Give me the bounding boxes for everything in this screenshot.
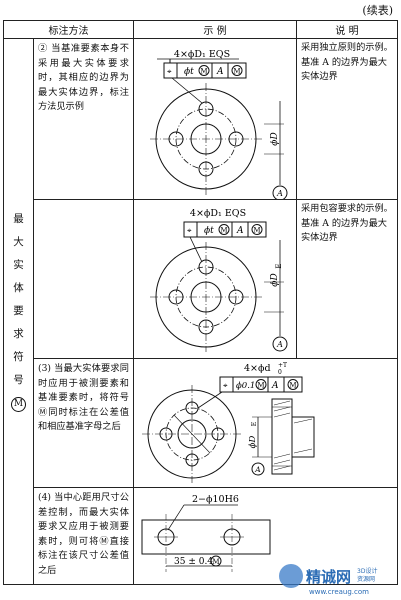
example-cell: 2−ϕ10H6 35 ± 0.4 M [133,487,398,585]
svg-text:A: A [236,226,244,236]
side-char: 求 [13,328,24,340]
table-row: 最 大 实 体 要 求 符 号 M ② 当基准要素本身不采用最大实体要求时，其相… [3,38,398,585]
datum-label: A [276,340,283,349]
svg-text:M: M [257,382,264,390]
m-symbol: M [212,558,219,566]
header-method: 标注方法 [3,20,134,39]
svg-text:0: 0 [278,369,282,376]
envelope-symbol: E [250,421,258,426]
side-char: 实 [13,259,24,271]
svg-text:M: M [289,382,296,390]
note-text: 采用独立原则的示例。 [301,42,393,53]
label-top: 4×ϕD₁ EQS [174,49,230,60]
spec-table: 标注方法 示 例 说 明 最 大 实 体 要 求 符 号 M ② 当基准要素本身… [3,20,398,585]
svg-text:M: M [220,227,227,235]
svg-text:M: M [233,68,240,76]
svg-text:⌖: ⌖ [187,226,192,235]
label-top: 4×ϕd [244,363,271,374]
svg-text:ϕt: ϕt [204,226,214,236]
continued-label: (续表) [362,4,393,17]
watermark-logo: 精诚网 3D设计 资源网 www.creaug.com [279,564,377,596]
note-text: 基准 A 的边界为最大实体边界 [301,217,387,244]
label-top: 4×ϕD₁ EQS [190,208,246,219]
svg-text:A: A [216,67,224,77]
tolerance-frame: ⌖ ϕt M A M [183,221,267,238]
datum-label: A [254,465,261,474]
svg-text:A: A [271,381,279,391]
side-char: 体 [13,282,24,294]
svg-text:+T: +T [278,362,287,369]
side-char: 要 [13,305,24,317]
svg-text:M: M [253,227,260,235]
svg-text:精诚网: 精诚网 [306,568,351,586]
dim-label: ϕD [270,273,280,286]
side-char: 大 [13,236,24,248]
note-text: 基准 A 的边界为最大实体边界 [301,56,387,83]
example-cell: 4×ϕd +T 0 ⌖ ϕ0.1 M A M [133,358,398,488]
side-char: 最 [13,213,24,225]
table-row: (4) 当中心距用尺寸公差控制，而最大实体要求又应用于被测要素时，则可将Ⓜ直接标… [4,487,398,585]
svg-text:3D设计: 3D设计 [357,567,377,575]
table-row: 4×ϕD₁ EQS ⌖ ϕt M A M [4,199,398,359]
method-cell: (3) 当最大实体要求同时应用于被测要素和基准要素时，将符号Ⓜ同时标注在公差值和… [33,358,134,488]
method-cell [33,199,134,359]
flange-part [150,58,288,199]
note-text: 采用包容要求的示例。 [301,203,393,214]
drawing-3: 4×ϕd +T 0 ⌖ ϕ0.1 M A M [142,362,315,483]
dim-label: ϕD [248,436,258,449]
method-cell: (4) 当中心距用尺寸公差控制，而最大实体要求又应用于被测要素时，则可将Ⓜ直接标… [33,487,134,585]
header-row: 标注方法 示 例 说 明 [3,20,398,39]
example-cell: 4×ϕD₁ EQS ⌖ ϕt M A M [133,38,297,200]
side-char: 符 [13,351,24,363]
tolerance-frame: 4×ϕd +T 0 ⌖ ϕ0.1 M A M [219,362,303,393]
m-circle-symbol: M [11,397,26,412]
plate-part [141,504,271,572]
header-example: 示 例 [133,20,297,39]
dim-label: ϕD [270,132,280,145]
side-label: 最 大 实 体 要 求 符 号 M [3,38,34,585]
center-distance-dim: 35 ± 0.4 [174,557,213,567]
envelope-symbol: E [275,263,283,268]
flange-part [150,236,288,352]
svg-text:ϕ0.1: ϕ0.1 [236,381,255,391]
svg-text:资源网: 资源网 [357,575,375,583]
example-cell: 4×ϕD₁ EQS ⌖ ϕt M A M [133,199,297,359]
side-char: 号 [13,374,24,386]
datum-label: A [276,189,283,198]
svg-text:⌖: ⌖ [167,67,172,76]
method-cell: ② 当基准要素本身不采用最大实体要求时，其相应的边界为最大实体边界，标注方法见示… [33,38,134,200]
tolerance-frame: ⌖ ϕt M A M [163,62,247,79]
notes-cell: 采用包容要求的示例。 基准 A 的边界为最大实体边界 [296,199,398,359]
notes-cell: 采用独立原则的示例。 基准 A 的边界为最大实体边界 [296,38,398,200]
flange-section-view [251,398,315,476]
flange-front-view [142,385,242,483]
header-notes: 说 明 [296,20,398,39]
svg-text:M: M [200,68,207,76]
drawing-1: 4×ϕD₁ EQS ⌖ ϕt M A M [150,49,288,199]
svg-text:ϕt: ϕt [184,67,194,77]
label-top: 2−ϕ10H6 [192,494,239,505]
drawing-4: 2−ϕ10H6 35 ± 0.4 M [141,494,271,572]
svg-text:⌖: ⌖ [223,381,228,390]
table-row: (3) 当最大实体要求同时应用于被测要素和基准要素时，将符号Ⓜ同时标注在公差值和… [4,358,398,488]
drawing-2: 4×ϕD₁ EQS ⌖ ϕt M A M [150,208,288,352]
svg-text:www.creaug.com: www.creaug.com [309,588,369,596]
